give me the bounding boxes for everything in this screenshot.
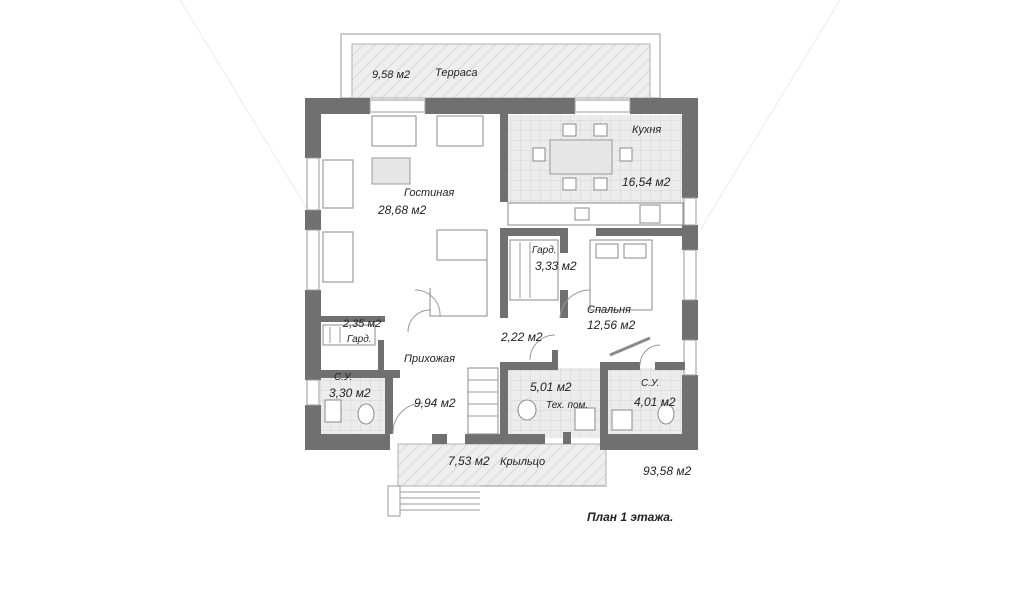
porch-name: Крыльцо	[500, 456, 545, 468]
kitchen-name: Кухня	[632, 124, 661, 136]
plan-title: План 1 этажа.	[587, 510, 673, 524]
total-area: 93,58 м2	[643, 464, 692, 478]
terrace-name: Терраса	[435, 67, 477, 79]
wardrobe-hall-name: Гард.	[347, 334, 372, 345]
kitchen-area: 16,54 м2	[622, 175, 671, 189]
wardrobe-bedroom-name: Гард.	[532, 245, 557, 256]
bedroom-area: 12,56 м2	[587, 318, 636, 332]
corridor-area: 2,22 м2	[500, 330, 543, 344]
wc-left-name: С.У.	[334, 372, 352, 383]
tech-area: 5,01 м2	[530, 380, 572, 394]
room-labels: 9,58 м2 Терраса Гостиная 28,68 м2 Кухня …	[329, 67, 692, 524]
inner-walls	[320, 114, 686, 444]
hall-area: 9,94 м2	[414, 396, 456, 410]
terrace-area: 9,58 м2	[372, 69, 410, 81]
wc-left-area: 3,30 м2	[329, 386, 371, 400]
porch-area: 7,53 м2	[448, 454, 490, 468]
hall-name: Прихожая	[404, 353, 455, 365]
wardrobe-hall-area: 2,35 м2	[342, 318, 381, 330]
porch	[387, 443, 607, 517]
bedroom-furniture	[509, 239, 653, 357]
bedroom-name: Спальня	[587, 304, 631, 316]
service-furniture	[322, 309, 675, 435]
wc-right-name: С.У.	[641, 378, 659, 389]
wc-right-area: 4,01 м2	[634, 395, 676, 409]
tech-name: Тех. пом.	[546, 400, 588, 411]
terrace	[340, 33, 661, 99]
kitchen-furniture	[507, 123, 684, 226]
living-area: 28,68 м2	[377, 203, 427, 217]
living-room-furniture	[322, 115, 488, 317]
living-name: Гостиная	[404, 187, 454, 199]
wardrobe-bedroom-area: 3,33 м2	[535, 259, 577, 273]
